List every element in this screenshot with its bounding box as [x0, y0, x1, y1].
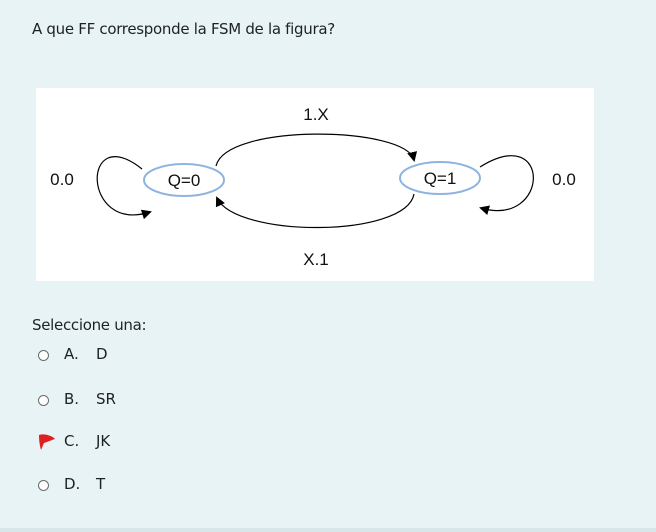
- radio-a[interactable]: [38, 350, 49, 361]
- answer-option-d[interactable]: D. T: [36, 473, 236, 495]
- state-q0: Q=0: [143, 163, 225, 197]
- answer-letter: B.: [64, 390, 80, 408]
- state-q0-label: Q=0: [168, 171, 201, 190]
- answer-text: T: [96, 475, 106, 493]
- transition-q1-q0-arrow: [215, 193, 415, 229]
- selected-checkmark-icon[interactable]: [36, 430, 58, 452]
- answer-letter: A.: [64, 345, 79, 363]
- answer-option-b[interactable]: B. SR: [36, 388, 236, 410]
- fsm-diagram: Q=0 Q=1 0.0 0.0 1.X X.1: [50, 105, 576, 269]
- state-q1-label: Q=1: [424, 169, 457, 188]
- state-q1: Q=1: [399, 161, 481, 195]
- answer-option-c[interactable]: C. JK: [36, 430, 236, 452]
- self-loop-q1-label: 0.0: [552, 170, 576, 189]
- answer-letter: D.: [64, 475, 81, 493]
- select-one-prompt: Seleccione una:: [32, 316, 147, 334]
- radio-d[interactable]: [38, 480, 49, 491]
- radio-b[interactable]: [38, 395, 49, 406]
- transition-q0-q1-label: 1.X: [303, 105, 329, 124]
- answer-letter: C.: [64, 432, 80, 450]
- self-loop-q1-arrow: [479, 155, 534, 216]
- answer-text: JK: [96, 432, 111, 450]
- answer-text: SR: [96, 390, 116, 408]
- transition-q1-q0-label: X.1: [303, 250, 329, 269]
- question-text: A que FF corresponde la FSM de la figura…: [32, 20, 335, 38]
- self-loop-q0-arrow: [96, 156, 152, 220]
- transition-q0-q1-arrow: [215, 133, 417, 167]
- bottom-divider: [0, 528, 656, 532]
- answer-text: D: [96, 345, 108, 363]
- fsm-figure: Q=0 Q=1 0.0 0.0 1.X X.1: [36, 88, 594, 281]
- self-loop-q0-label: 0.0: [50, 170, 74, 189]
- answer-option-a[interactable]: A. D: [36, 343, 236, 365]
